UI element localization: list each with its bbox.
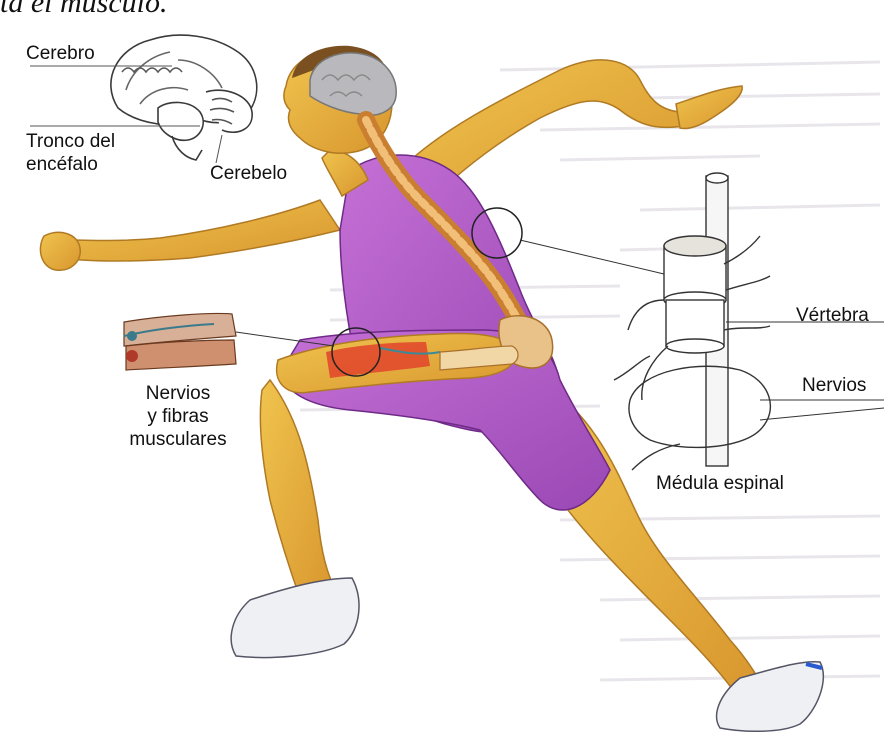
label-cerebelo: Cerebelo: [210, 162, 287, 185]
left-arm: [62, 200, 340, 261]
label-nervios: Nervios: [802, 374, 866, 397]
label-nervios-y-fibras-musculares: Nervios y fibras musculares: [110, 382, 246, 451]
right-hand: [676, 86, 742, 129]
label-cerebro: Cerebro: [26, 42, 95, 65]
front-shoe: [231, 578, 359, 658]
label-medula-espinal: Médula espinal: [656, 472, 784, 495]
header-text: ta el músculo.: [0, 0, 167, 20]
front-leg: [260, 380, 336, 598]
left-fist: [40, 232, 80, 270]
label-vertebra: Vértebra: [796, 304, 869, 327]
label-tronco-del-encefalo: Tronco del encéfalo: [26, 130, 146, 176]
